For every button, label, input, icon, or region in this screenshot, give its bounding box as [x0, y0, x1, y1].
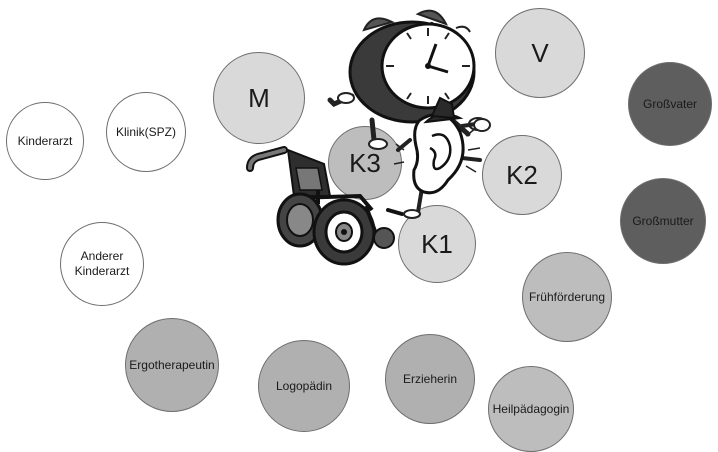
node-grossmutter: Großmutter	[620, 178, 706, 264]
node-heilpaedagogin-label: Heilpädagogin	[492, 401, 570, 416]
node-heilpaedagogin: Heilpädagogin	[488, 366, 574, 452]
node-klinik-spz: Klinik(SPZ)	[106, 92, 186, 172]
node-logopaedin: Logopädin	[258, 340, 350, 432]
node-fruehfoerderung: Frühförderung	[522, 252, 612, 342]
node-m: M	[213, 52, 305, 144]
node-erzieherin-label: Erzieherin	[402, 371, 458, 386]
node-anderer-kinderarzt-label: Anderer Kinderarzt	[74, 249, 130, 278]
node-k1: K1	[398, 205, 476, 283]
node-v: V	[495, 8, 585, 98]
ear-icon	[393, 96, 491, 219]
node-k2: K2	[482, 135, 562, 215]
node-v-label: V	[531, 37, 549, 68]
node-k2-label: K2	[506, 159, 538, 190]
node-logopaedin-label: Logopädin	[275, 378, 333, 393]
node-ergotherapeutin: Ergotherapeutin	[125, 318, 219, 412]
node-klinik-spz-label: Klinik(SPZ)	[115, 124, 176, 139]
node-grossvater: Großvater	[628, 62, 712, 146]
node-k1-label: K1	[421, 228, 453, 259]
node-grossvater-label: Großvater	[642, 96, 697, 111]
node-k3-label: K3	[349, 147, 381, 178]
node-m-label: M	[248, 82, 270, 113]
node-grossmutter-label: Großmutter	[632, 213, 694, 228]
node-erzieherin: Erzieherin	[385, 334, 475, 424]
node-anderer-kinderarzt: Anderer Kinderarzt	[60, 222, 144, 306]
node-kinderarzt-label: Kinderarzt	[17, 133, 73, 148]
node-ergotherapeutin-label: Ergotherapeutin	[129, 357, 215, 372]
node-k3: K3	[328, 126, 402, 200]
node-fruehfoerderung-label: Frühförderung	[528, 289, 606, 304]
node-kinderarzt: Kinderarzt	[6, 102, 84, 180]
